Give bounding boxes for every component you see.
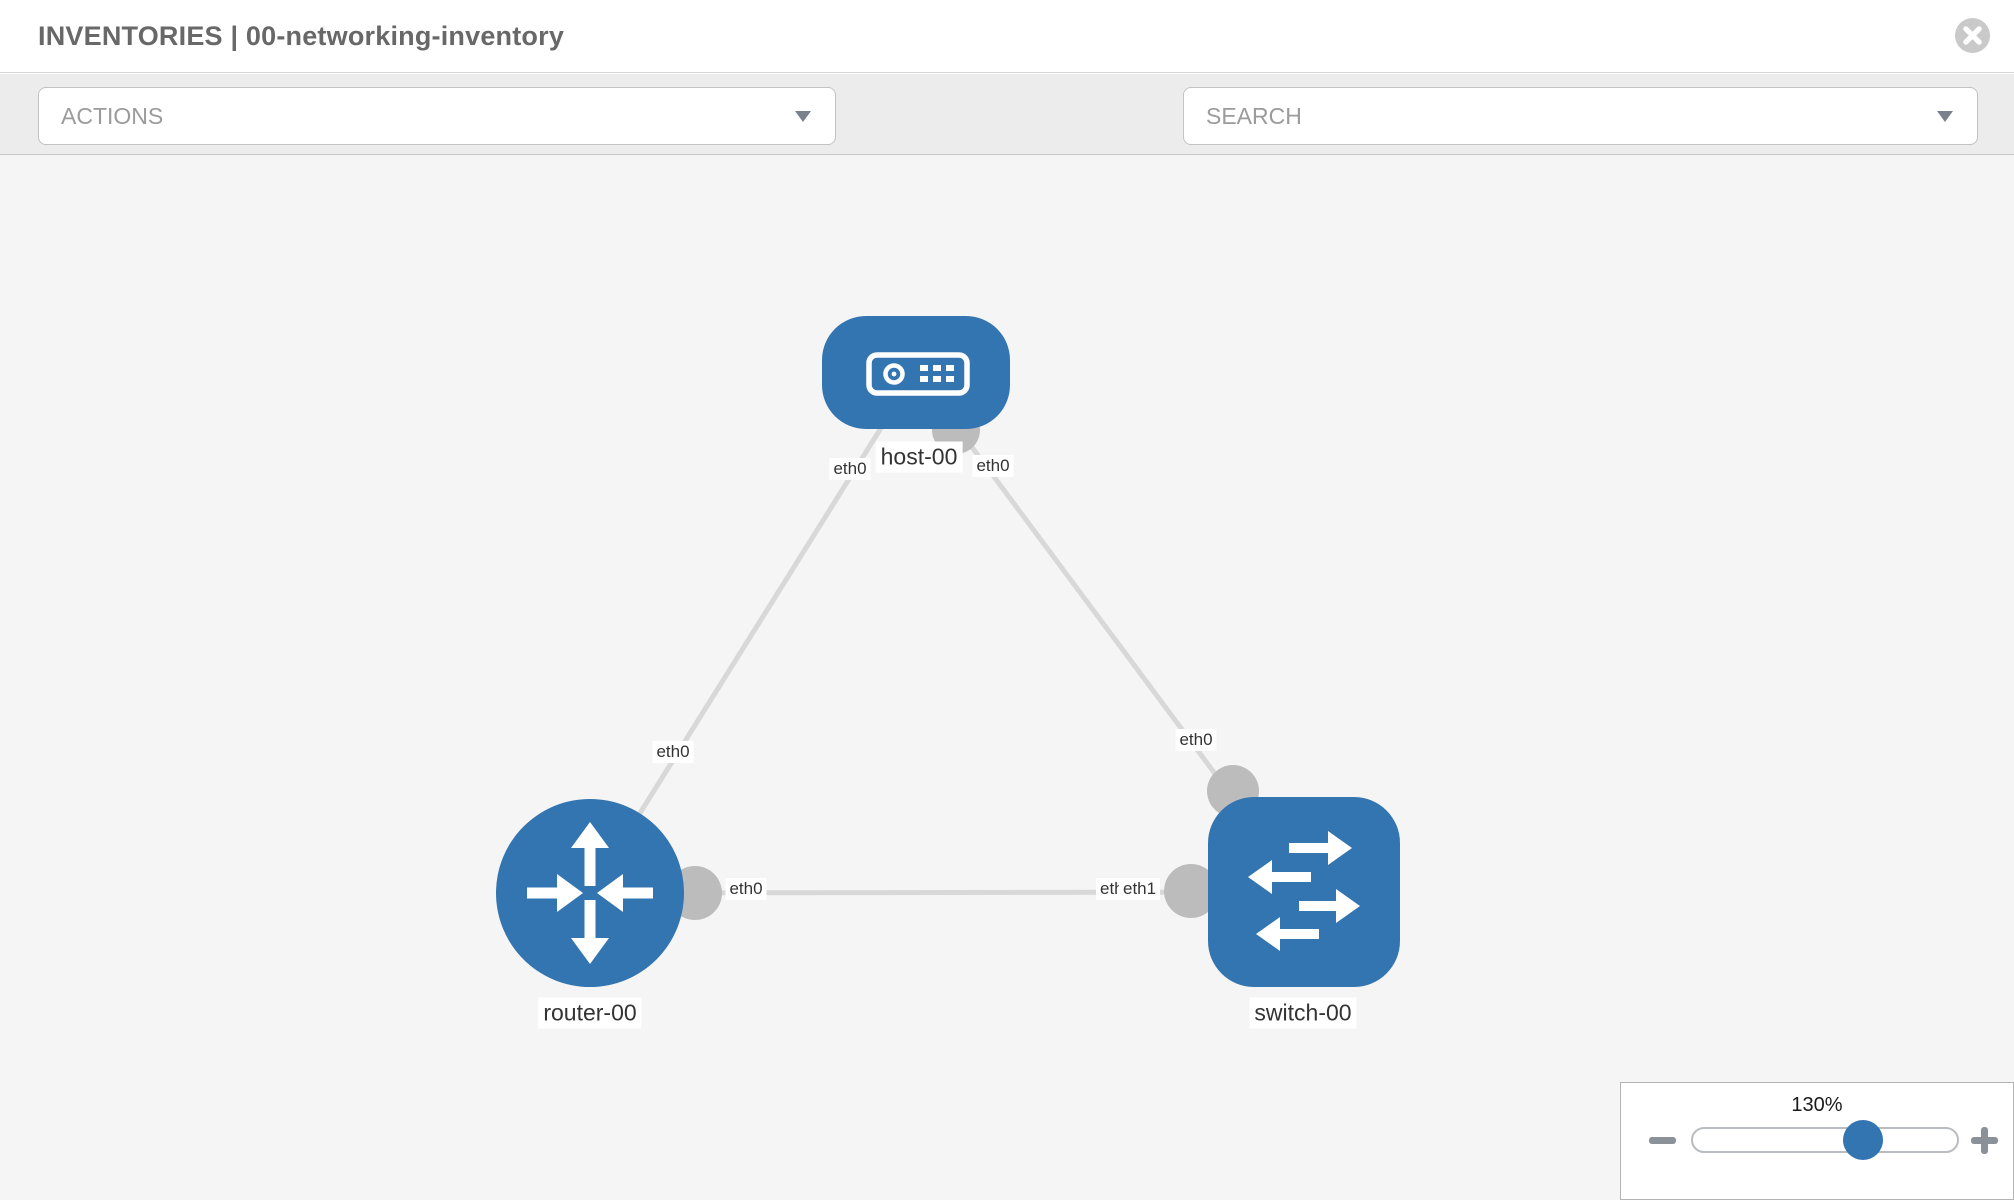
actions-dropdown-label: ACTIONS: [61, 102, 164, 129]
node-host-00[interactable]: [822, 316, 1010, 429]
zoom-slider-thumb[interactable]: [1843, 1120, 1883, 1160]
iface-label: eth0: [972, 455, 1014, 477]
chevron-down-icon: [1937, 111, 1953, 122]
plus-icon: [1981, 1127, 1988, 1154]
switch-icon: [1248, 831, 1360, 951]
router-icon: [527, 822, 653, 964]
zoom-slider-track[interactable]: [1691, 1127, 1959, 1153]
iface-label: eth0: [652, 741, 694, 763]
zoom-panel: 130%: [1620, 1082, 2014, 1200]
node-switch-00[interactable]: [1208, 797, 1400, 987]
zoom-level: 130%: [1791, 1094, 1843, 1116]
iface-label: eth0: [1175, 729, 1217, 751]
iface-label: eth1: [1119, 878, 1161, 900]
search-dropdown-label: SEARCH: [1206, 102, 1302, 129]
topology-canvas[interactable]: [0, 155, 2014, 1200]
chevron-down-icon: [795, 111, 811, 122]
close-icon: [1963, 26, 1982, 45]
zoom-in-button[interactable]: [1971, 1127, 1998, 1154]
iface-label: eth0: [829, 458, 871, 480]
page-title: INVENTORIES | 00-networking-inventory: [38, 21, 565, 51]
node-label-host: host-00: [875, 441, 963, 473]
iface-label: eth0: [725, 878, 767, 900]
endpoint-router-switch-at-switch: [1164, 864, 1218, 918]
node-label-router: router-00: [538, 997, 642, 1029]
node-label-switch: switch-00: [1249, 997, 1357, 1029]
search-dropdown[interactable]: SEARCH: [1183, 87, 1978, 145]
node-router-00[interactable]: [496, 799, 684, 987]
header: INVENTORIES | 00-networking-inventory: [0, 0, 2014, 73]
minus-icon: [1649, 1137, 1676, 1144]
host-icon: [866, 352, 970, 396]
close-button[interactable]: [1955, 18, 1990, 53]
zoom-out-button[interactable]: [1649, 1127, 1676, 1154]
actions-dropdown[interactable]: ACTIONS: [38, 87, 836, 145]
